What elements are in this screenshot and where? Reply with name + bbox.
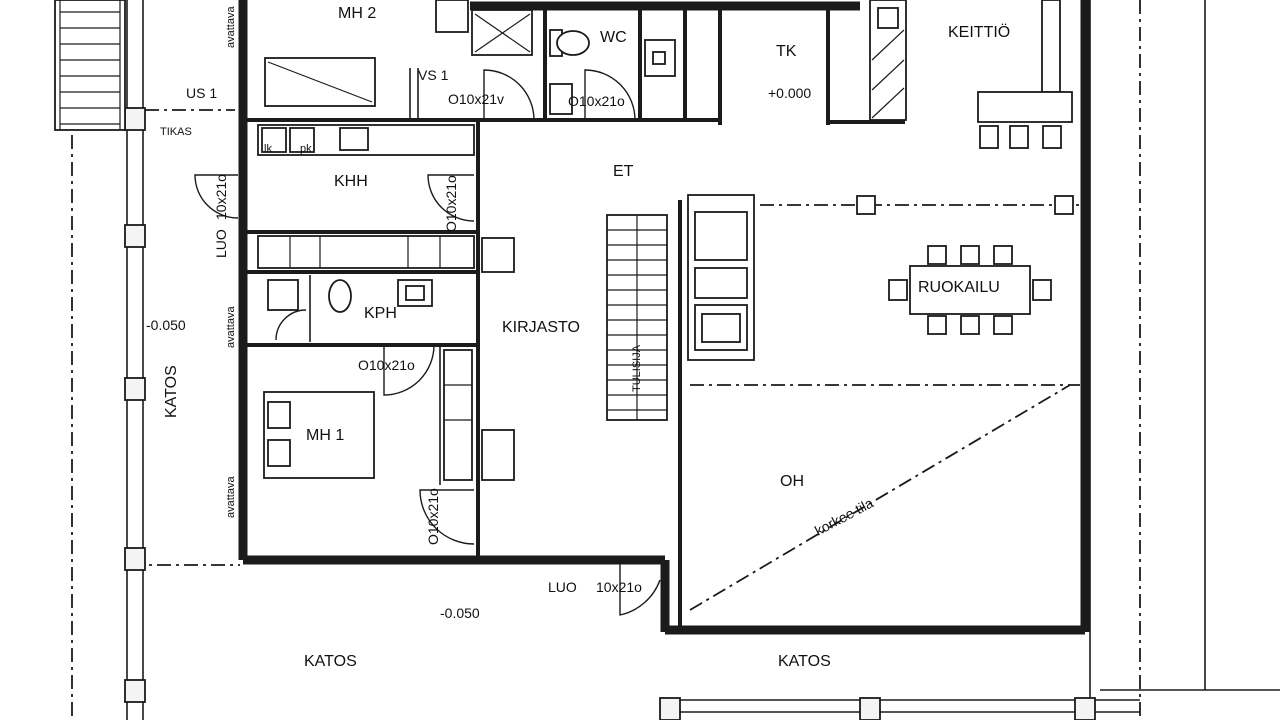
door-swings [194,69,661,616]
label-luo-bottom: LUO [548,579,577,595]
label-avattava-1: avattava [225,6,237,48]
label-korkee-tila: korkee tila [812,494,876,538]
label-us1: US 1 [186,85,217,101]
khh-fixtures [257,124,515,273]
door-label-vs1: O10x21v [448,91,504,107]
door-label-kph: O10x21o [358,357,415,373]
room-label-ruokailu: RUOKAILU [918,279,1000,296]
door-label-luo-bottom: 10x21o [596,579,642,595]
wc-fixtures [471,9,676,115]
room-label-katos-bottom-left: KATOS [304,653,357,670]
label-pk: pk [300,143,312,155]
label-level-bottom: -0.050 [440,605,480,621]
exterior-walls [238,0,1090,635]
room-label-khh: KHH [334,173,368,190]
room-label-et: ET [613,163,634,180]
room-label-wc: WC [600,29,627,46]
label-tikas: TIKAS [160,126,192,138]
door-label-luo-left: 10x21o [213,174,229,220]
label-level-left: -0.050 [146,317,186,333]
room-label-katos-bottom-right: KATOS [778,653,831,670]
left-porch-posts [124,0,146,720]
stairs [606,214,668,421]
door-label-wc: O10x21o [568,93,625,109]
room-label-tk: TK [776,43,797,60]
room-label-oh: OH [780,473,804,490]
kph-fixtures [267,275,433,342]
room-label-katos-left: KATOS [163,365,180,418]
room-label-kph: KPH [364,305,397,322]
interior-walls [243,10,905,630]
label-luo-left: LUO [213,229,229,258]
dining-table [856,195,1074,335]
door-label-khh: O10x21o [443,175,459,232]
mh2-furniture [264,0,469,118]
room-label-mh2: MH 2 [338,5,376,22]
room-label-mh1: MH 1 [306,427,344,444]
label-avattava-3: avattava [225,476,237,518]
label-lk: lk [264,143,272,155]
kitchen-fixtures [869,0,1073,149]
ladder-tikas [54,0,126,131]
mh1-bed [263,349,515,481]
fireplace [687,194,755,361]
label-vs1: VS 1 [418,67,449,83]
room-label-keittio: KEITTIÖ [948,23,1010,41]
door-label-mh1: O10x21o [425,488,441,545]
label-level-tk: +0.000 [768,85,811,101]
room-label-kirjasto: KIRJASTO [502,319,580,336]
label-stair-note: TULISIJA [631,344,643,392]
terrace-bottom [659,697,1140,720]
right-edge-lines [1089,0,1280,700]
label-avattava-2: avattava [225,306,237,348]
